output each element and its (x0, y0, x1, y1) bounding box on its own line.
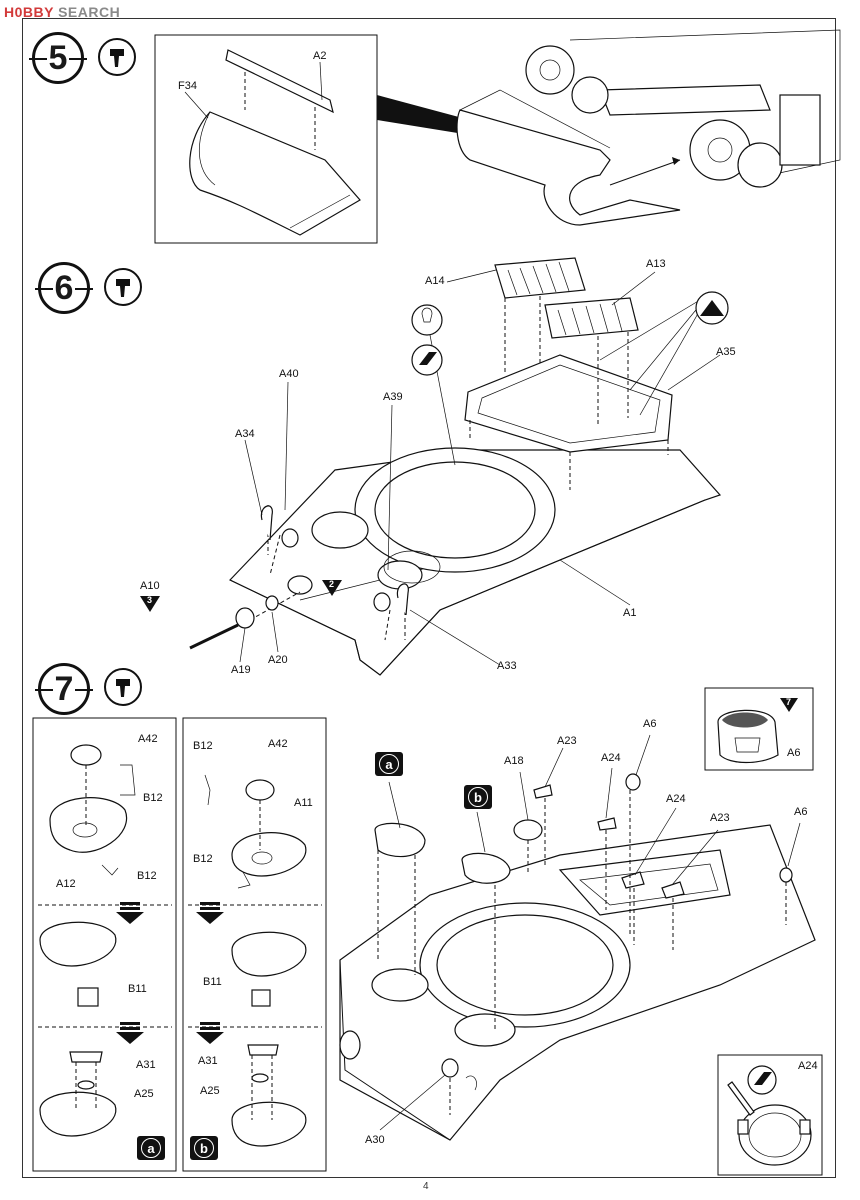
panel-b-label-a42: A42 (268, 738, 288, 750)
part-label-a34: A34 (235, 428, 255, 440)
step-5-number: 5 (29, 32, 87, 84)
watermark-brand: H0BBY (4, 4, 54, 20)
main-label-a23-top: A23 (557, 735, 577, 747)
main-label-a30: A30 (365, 1134, 385, 1146)
inset-a6-label: A6 (787, 747, 801, 759)
callout-3: 3 (147, 595, 153, 605)
panel-a-label-a42: A42 (138, 733, 158, 745)
main-label-a23-mid: A23 (710, 812, 730, 824)
part-label-a14: A14 (425, 275, 445, 287)
panel-b-label-a11: A11 (294, 797, 313, 809)
panel-b-label-b11: B11 (203, 976, 222, 988)
page-number: 4 (423, 1181, 429, 1192)
panel-b-label-a31: A31 (198, 1055, 218, 1067)
panel-a-label-a25: A25 (134, 1088, 154, 1100)
watermark-search: SEARCH (58, 4, 121, 20)
main-label-a24-mid: A24 (666, 793, 686, 805)
panel-b-label-a25: A25 (200, 1085, 220, 1097)
inset-a6-callout: 7 (786, 697, 792, 707)
panel-a-label-b11: B11 (128, 983, 147, 995)
panel-a-badge: a (137, 1136, 165, 1160)
main-label-a6-top: A6 (643, 718, 657, 730)
part-label-a2: A2 (313, 50, 327, 62)
part-label-a35: A35 (716, 346, 736, 358)
inset-a24-label: A24 (798, 1060, 818, 1072)
page-frame (22, 18, 836, 1178)
main-label-a18: A18 (504, 755, 524, 767)
part-label-a19: A19 (231, 664, 251, 676)
part-label-a10: A10 (140, 580, 160, 592)
step-6-cement-icon (104, 268, 142, 306)
main-badge-a: a (375, 752, 403, 776)
step-5-cement-icon (98, 38, 136, 76)
panel-a-label-b12-bottom: B12 (137, 870, 157, 882)
callout-2: 2 (329, 579, 335, 589)
panel-b-label-b12-bottom: B12 (193, 853, 213, 865)
panel-a-label-a31: A31 (136, 1059, 156, 1071)
main-label-a24-top: A24 (601, 752, 621, 764)
hobbysearch-watermark: H0BBY SEARCH (4, 4, 120, 20)
part-label-a1: A1 (623, 607, 637, 619)
panel-a-label-a12: A12 (56, 878, 76, 890)
part-label-a39: A39 (383, 391, 403, 403)
panel-b-label-b12-top: B12 (193, 740, 213, 752)
main-badge-b: b (464, 785, 492, 809)
main-label-a6-right: A6 (794, 806, 808, 818)
step-7-number: 7 (35, 663, 93, 715)
part-label-a33: A33 (497, 660, 517, 672)
part-label-a20: A20 (268, 654, 288, 666)
part-label-f34: F34 (178, 80, 197, 92)
part-label-a13: A13 (646, 258, 666, 270)
step-7-cement-icon (104, 668, 142, 706)
part-label-a40: A40 (279, 368, 299, 380)
step-6-number: 6 (35, 262, 93, 314)
panel-a-label-b12-top: B12 (143, 792, 163, 804)
panel-b-badge: b (190, 1136, 218, 1160)
